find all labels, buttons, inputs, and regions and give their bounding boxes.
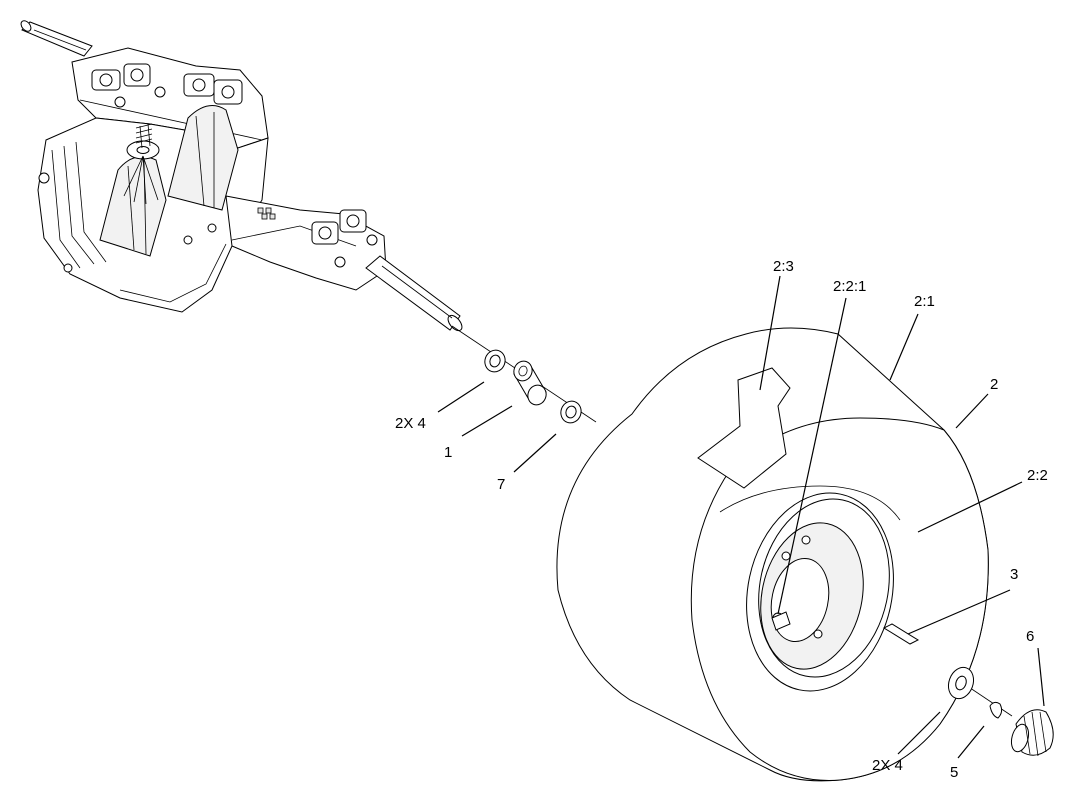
right-axle-shaft: [365, 255, 463, 332]
decal-item-2-3: [697, 367, 791, 489]
input-spring: [135, 123, 153, 149]
hub-cap-item-6: [1010, 709, 1054, 757]
transaxle-assembly: [20, 20, 463, 332]
gear-case: [37, 105, 269, 313]
callout-1: 1: [444, 444, 452, 461]
retaining-ring-item-5: [989, 701, 1003, 719]
callout-2x4-upper: 2X 4: [395, 415, 426, 432]
key-item-3: [882, 623, 920, 645]
wheel-assembly: [556, 327, 989, 782]
callout-2: 2: [990, 376, 998, 393]
vent-grid: [257, 207, 276, 220]
callout-2-2: 2:2: [1027, 467, 1048, 484]
callout-3: 3: [1010, 566, 1018, 583]
callout-7: 7: [497, 476, 505, 493]
callout-6: 6: [1026, 628, 1034, 645]
spacer-item-1: [513, 360, 547, 406]
leader-lines: [437, 275, 1045, 759]
rim-item-2-2: [746, 492, 894, 692]
callout-2-2-1: 2:2:1: [833, 278, 866, 295]
callout-2-3: 2:3: [773, 258, 794, 275]
callout-2x4-lower: 2X 4: [872, 757, 903, 774]
left-axle-shaft: [20, 20, 93, 57]
right-housing: [225, 195, 387, 291]
valve-stem-item-2-2-1: [771, 611, 791, 631]
washer-item-7: [560, 400, 582, 424]
washer-item-4-left: [484, 349, 506, 373]
washer-item-4-right: [947, 666, 975, 700]
callout-5: 5: [950, 764, 958, 781]
callout-2-1: 2:1: [914, 293, 935, 310]
